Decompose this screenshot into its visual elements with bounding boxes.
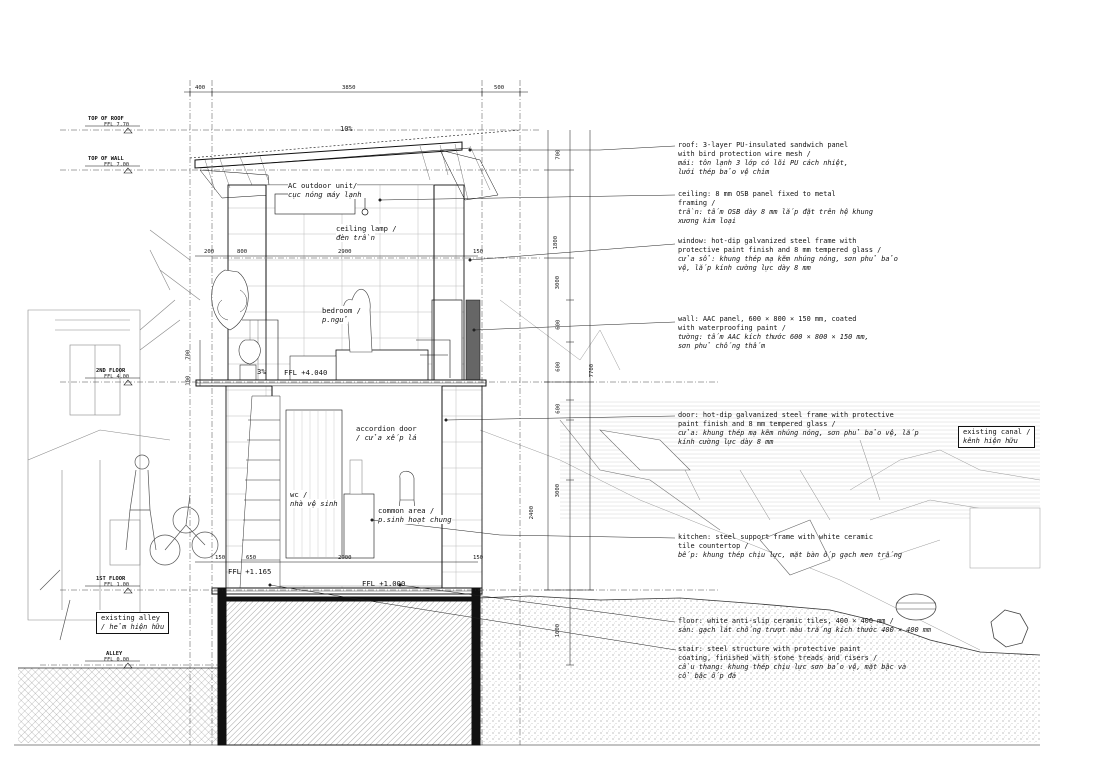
level-second-floor-ffl: FFL 4.00 — [104, 374, 129, 380]
bedroom-label-vi: p.ngủ — [322, 315, 348, 325]
level-top-roof: TOP OF ROOF — [88, 116, 124, 122]
note-floor: floor: white anti-slip ceramic tiles, 40… — [678, 617, 932, 634]
existing-canal-box: existing canal / kênh hiện hữu — [958, 426, 1036, 448]
ground — [18, 595, 1041, 743]
canal-box-en: existing canal / — [963, 428, 1031, 436]
ffl-upper: FFL +4.040 — [284, 368, 328, 377]
neighbour-house — [27, 229, 201, 621]
note-stair: stair: steel structure with protective p… — [678, 645, 907, 680]
dim-top-left: 400 — [195, 85, 206, 91]
dim-right-1800: 1800 — [553, 235, 560, 250]
level-markers — [85, 125, 140, 669]
dim-right-600a: 600 — [555, 319, 562, 330]
leader-lines — [268, 145, 677, 651]
ac-label-vi: cục nóng máy lạnh — [288, 190, 362, 200]
ffl-lower: FFL +1.000 — [362, 579, 406, 588]
dim-right-3000a: 3000 — [555, 275, 562, 290]
dim-right-7700: 7700 — [589, 363, 596, 378]
dim-right-600c: 600 — [555, 403, 562, 414]
grid-lines — [40, 80, 720, 745]
dim-800: 800 — [237, 249, 248, 255]
level-second-floor: 2ND FLOOR — [96, 368, 126, 374]
alley-box-en: existing alley — [101, 614, 161, 622]
dimension-lines — [184, 88, 594, 666]
building — [14, 129, 1040, 746]
level-first-floor-ffl: FFL 1.00 — [104, 582, 129, 588]
lamp-label-vi: đèn trần — [336, 233, 375, 243]
ffl-mid: FFL +1.165 — [228, 567, 272, 576]
slope-3-label: 3% — [257, 367, 266, 376]
level-alley: ALLEY — [106, 651, 123, 657]
common-label-vi: p.sinh hoạt chung — [378, 515, 452, 525]
existing-alley-box: existing alley / hẻm hiện hữu — [96, 612, 170, 634]
dim-right-600b: 600 — [555, 361, 562, 372]
bedroom-label-en: bedroom / — [322, 306, 361, 316]
note-door: door: hot-dip galvanized steel frame wit… — [678, 411, 919, 446]
dim-2900-lower: 2900 — [338, 555, 352, 561]
dim-200: 200 — [204, 249, 215, 255]
dim-150-upper: 150 — [473, 249, 484, 255]
level-alley-ffl: FFL 0.00 — [104, 657, 129, 663]
level-top-wall: TOP OF WALL — [88, 156, 124, 162]
dim-top-right: 500 — [494, 85, 505, 91]
dim-right-2400: 2400 — [529, 505, 536, 520]
wc-label-en: wc / — [290, 490, 308, 500]
dim-top-mid: 3850 — [342, 85, 356, 91]
note-roof: roof: 3-layer PU-insulated sandwich pane… — [678, 141, 849, 176]
wc-label-vi: nhà vệ sinh — [290, 499, 338, 509]
alley-box-vi: / hẻm hiện hữu — [101, 623, 165, 631]
accordion-label-en: accordion door — [356, 424, 417, 434]
dim-right-3000b: 3000 — [555, 483, 562, 498]
common-label-en: common area / — [378, 506, 435, 516]
ac-label-en: AC outdoor unit/ — [288, 181, 358, 191]
dim-right-1000: 1000 — [555, 623, 562, 638]
dim-700-left: 700 — [185, 349, 192, 360]
accordion-label-vi: / cửa xếp lá — [356, 433, 417, 443]
note-wall: wall: AAC panel, 600 × 800 × 150 mm, coa… — [678, 315, 869, 350]
note-kitchen: kitchen: steel support frame with white … — [678, 533, 903, 559]
level-top-roof-ffl: FFL 7.70 — [104, 122, 129, 128]
lamp-label-en: ceiling lamp / — [336, 224, 397, 234]
dim-150-lower-right: 150 — [473, 555, 484, 561]
dim-650: 650 — [246, 555, 257, 561]
dim-2900-upper: 2900 — [338, 249, 352, 255]
dim-100-left: 100 — [185, 375, 192, 386]
note-window: window: hot-dip galvanized steel frame w… — [678, 237, 898, 272]
dim-150-lower-left: 150 — [215, 555, 226, 561]
level-first-floor: 1ST FLOOR — [96, 576, 126, 582]
roof-slope-label: 10% — [340, 125, 353, 133]
person-bicycle — [39, 454, 219, 641]
level-top-wall-ffl: FFL 7.00 — [104, 162, 129, 168]
dim-right-700: 700 — [555, 149, 562, 160]
canal-box-vi: kênh hiện hữu — [963, 437, 1018, 445]
canal — [479, 299, 1041, 651]
